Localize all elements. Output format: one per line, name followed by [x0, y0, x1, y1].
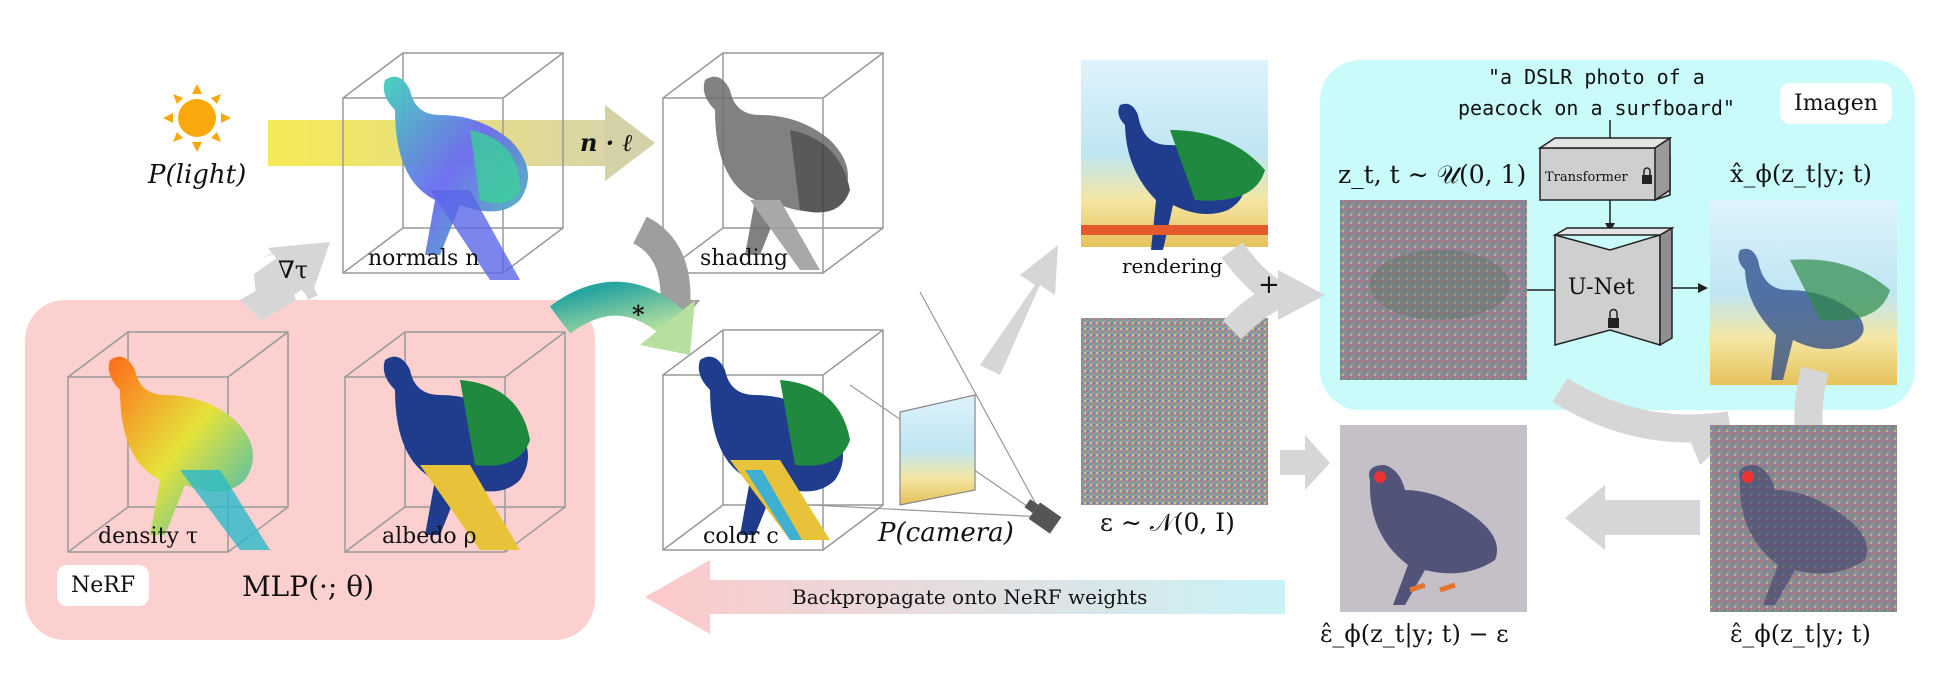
imagen-tag: Imagen: [1780, 83, 1892, 124]
prompt-line-2: peacock on a surfboard": [1458, 96, 1735, 120]
camera-label: P(camera): [878, 518, 1014, 548]
gradient-label: ∇τ: [278, 256, 309, 284]
shading-peacock-render: [703, 76, 850, 270]
noise-image: [1081, 318, 1268, 505]
predicted-noise-image: [1710, 425, 1897, 612]
mlp-label: MLP(·; θ): [242, 570, 375, 603]
sun-icon: [163, 84, 231, 152]
rendering-label: rendering: [1122, 254, 1223, 278]
eps-hat-label: ε̂_ϕ(z_t|y; t): [1730, 620, 1871, 648]
camera-icon: [1024, 499, 1062, 534]
normals-cube: [342, 52, 564, 274]
noisy-latent-image: [1340, 200, 1527, 380]
rendering-image: [1081, 60, 1268, 250]
color-peacock-render: [698, 356, 850, 540]
eps-to-residual-arrow: [1565, 485, 1700, 550]
plus-label: +: [1258, 270, 1280, 300]
merge-arrow: [1221, 242, 1325, 340]
albedo-multiply-arrow: [549, 281, 695, 355]
normals-peacock-render: [383, 76, 528, 280]
multiply-star-label: *: [632, 300, 645, 329]
density-peacock-render: [108, 356, 270, 550]
albedo-label: albedo ρ: [382, 524, 477, 549]
light-label: P(light): [148, 160, 247, 190]
zt-label: z_t, t ∼ 𝒰(0, 1): [1338, 160, 1527, 189]
transformer-label: Transformer: [1545, 170, 1628, 185]
denoised-prediction-image: [1710, 200, 1897, 385]
x-hat-label: x̂_ϕ(z_t|y; t): [1730, 160, 1872, 188]
normals-label: normals n: [368, 246, 480, 271]
noise-label: ε ∼ 𝒩(0, I): [1100, 508, 1235, 537]
albedo-peacock-render: [383, 356, 530, 550]
prompt-line-1: "a DSLR photo of a: [1488, 65, 1705, 89]
residual-image: [1340, 425, 1527, 612]
nerf-tag: NeRF: [57, 565, 150, 606]
density-label: density τ: [98, 524, 199, 549]
backprop-label: Backpropagate onto NeRF weights: [792, 585, 1148, 609]
dot-product-label: n · ℓ: [580, 128, 633, 157]
unet-label: U-Net: [1568, 275, 1635, 300]
residual-label: ε̂_ϕ(z_t|y; t) − ε: [1320, 620, 1509, 648]
color-label: color c: [703, 524, 779, 549]
noise-to-residual-arrow: [1280, 435, 1330, 490]
unet-box: [1552, 226, 1675, 347]
gradient-arrow: [240, 242, 330, 320]
render-arrow: [980, 245, 1058, 375]
backprop-arrow: [645, 560, 1285, 634]
shading-label: shading: [700, 246, 788, 271]
transformer-box: [1537, 136, 1673, 202]
camera-frustum: [811, 291, 1044, 518]
